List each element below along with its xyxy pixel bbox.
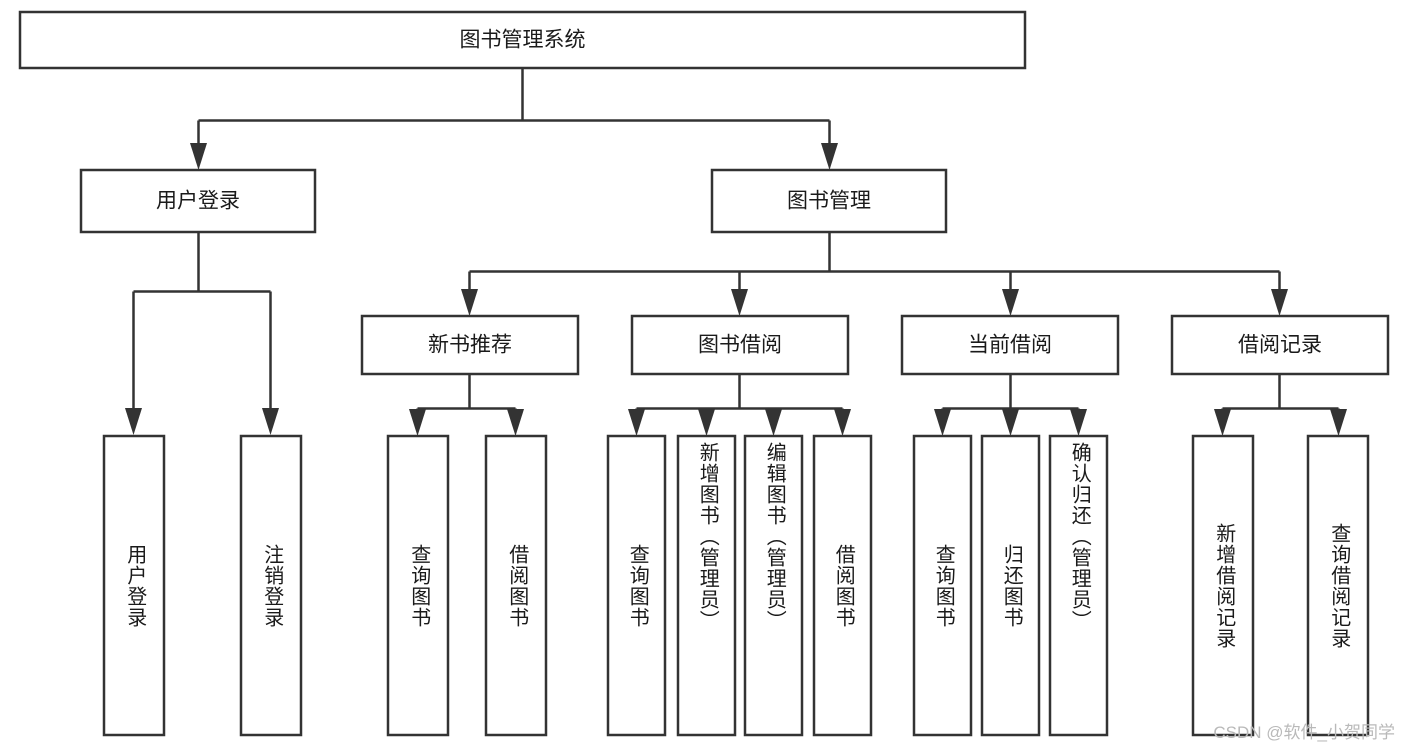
arrow-head-leaf-confirm-return (1070, 409, 1087, 436)
arrow-head-book-borrow (731, 289, 748, 316)
arrow-head-leaf-add-record (1214, 409, 1231, 436)
arrow-head-leaf-return-book (1002, 409, 1019, 436)
arrow-head-user-login (190, 143, 207, 170)
arrow-head-leaf-query-book-3 (934, 409, 951, 436)
arrow-head-borrow-record (1271, 289, 1288, 316)
node-book-management-label: 图书管理 (787, 190, 871, 213)
arrow-head-leaf-user-logout (262, 408, 279, 435)
node-leaf-borrow-book-2[interactable] (812, 434, 873, 737)
arrow-head-leaf-query-book-1 (409, 409, 426, 436)
node-current-borrow-label: 当前借阅 (968, 334, 1052, 357)
node-leaf-add-book[interactable] (676, 434, 737, 737)
node-user-login-label: 用户登录 (156, 190, 240, 213)
node-leaf-user-logout[interactable] (239, 434, 303, 737)
arrow-head-current-borrow (1002, 289, 1019, 316)
node-user-login[interactable]: 用户登录 (79, 168, 317, 234)
arrow-head-leaf-borrow-book-2 (834, 409, 851, 436)
node-leaf-query-record[interactable] (1306, 434, 1370, 737)
node-leaf-confirm-return[interactable] (1048, 434, 1109, 737)
node-leaf-query-book-2[interactable] (606, 434, 667, 737)
csdn-watermark: CSDN @软件_小贺同学 (1213, 723, 1395, 742)
node-leaf-edit-book[interactable] (743, 434, 804, 737)
node-root[interactable]: 图书管理系统 (18, 10, 1027, 70)
node-new-book-recommend[interactable]: 新书推荐 (360, 314, 580, 376)
arrow-head-leaf-edit-book (765, 409, 782, 436)
node-layer: 图书管理系统 用户登录 图书管理 新书推荐 图书借阅 当前 (18, 10, 1390, 737)
node-current-borrow[interactable]: 当前借阅 (900, 314, 1120, 376)
node-book-borrow[interactable]: 图书借阅 (630, 314, 850, 376)
node-leaf-query-book-1[interactable] (386, 434, 450, 737)
arrow-head-leaf-query-record (1330, 409, 1347, 436)
node-book-management[interactable]: 图书管理 (710, 168, 948, 234)
arrow-head-leaf-user-login (125, 408, 142, 435)
node-borrow-record-label: 借阅记录 (1238, 334, 1322, 357)
arrow-head-leaf-borrow-book-1 (507, 409, 524, 436)
connector-layer (125, 68, 1347, 436)
node-leaf-user-login[interactable] (102, 434, 166, 737)
arrow-head-leaf-add-book (698, 409, 715, 436)
node-leaf-query-book-3[interactable] (912, 434, 973, 737)
arrow-head-leaf-query-book-2 (628, 409, 645, 436)
node-book-borrow-label: 图书借阅 (698, 334, 782, 357)
node-leaf-borrow-book-1[interactable] (484, 434, 548, 737)
node-leaf-add-record[interactable] (1191, 434, 1255, 737)
node-root-label: 图书管理系统 (460, 29, 586, 52)
node-new-book-recommend-label: 新书推荐 (428, 334, 512, 357)
arrow-head-new-book-recommend (461, 289, 478, 316)
node-leaf-return-book[interactable] (980, 434, 1041, 737)
arrow-head-book-management (821, 143, 838, 170)
node-borrow-record[interactable]: 借阅记录 (1170, 314, 1390, 376)
